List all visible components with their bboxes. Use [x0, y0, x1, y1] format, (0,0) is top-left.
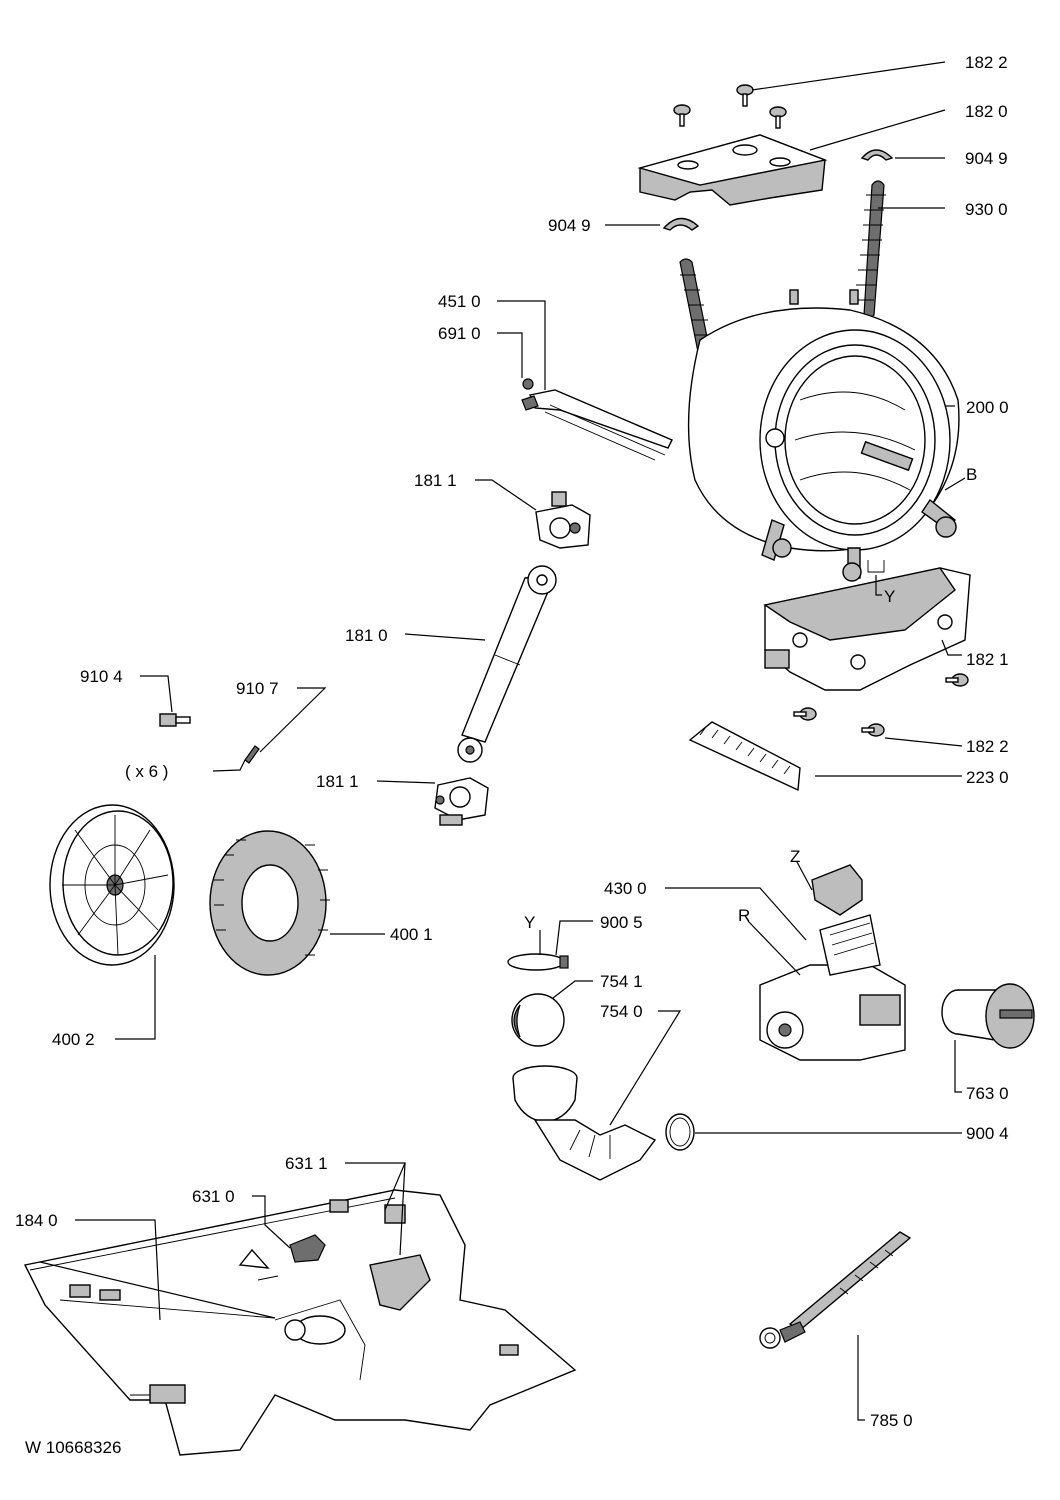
label-rotor: 400 2: [52, 1030, 95, 1049]
label-filter: 763 0: [966, 1084, 1009, 1103]
label-stator: 400 1: [390, 925, 433, 944]
label-spring-hook-left: 904 9: [548, 216, 591, 235]
label-clamp-ring: 900 5: [600, 913, 643, 932]
label-spring: 930 0: [965, 200, 1008, 219]
bottom-screws: [159, 673, 969, 764]
label-top-bracket: 182 0: [965, 102, 1008, 121]
label-letter-y-clamp: Y: [524, 913, 535, 932]
label-drain-hose: 785 0: [870, 1411, 913, 1430]
callout-labels: 182 2 182 0 904 9 904 9 930 0 451 0 691 …: [15, 53, 1009, 1457]
quantity-note: ( x 6 ): [125, 762, 168, 781]
damper-mount-bottom: [434, 777, 489, 826]
damper: [457, 565, 557, 763]
leader-lines: [39, 61, 966, 1421]
damper-mount-top: [535, 491, 591, 549]
top-screws: [673, 84, 787, 129]
pump: [759, 864, 906, 1061]
label-heater: 451 0: [438, 292, 481, 311]
label-tub: 200 0: [966, 398, 1009, 417]
label-damper: 181 0: [345, 626, 388, 645]
heater: [521, 378, 673, 461]
label-bracket-clip: 631 0: [192, 1187, 235, 1206]
label-hose-clamp: 900 4: [966, 1124, 1009, 1143]
ball: [511, 993, 565, 1047]
label-bracket-small: 631 1: [285, 1154, 328, 1173]
label-ball: 754 1: [600, 972, 643, 991]
top-bracket: [637, 134, 828, 206]
counterweight: [763, 567, 971, 691]
label-heater-cover: 223 0: [966, 768, 1009, 787]
label-small-screw: 910 7: [236, 679, 279, 698]
bracket-clip: [238, 1234, 326, 1281]
spring-hooks: [662, 149, 894, 231]
drain-hose: [759, 1231, 912, 1349]
filter: [941, 983, 1035, 1049]
tub: [687, 289, 960, 582]
label-screw-top: 182 2: [965, 53, 1008, 72]
label-letter-y-tub: Y: [884, 587, 895, 606]
label-heater-nut: 691 0: [438, 324, 481, 343]
label-letter-z: Z: [790, 847, 800, 866]
hose-clamp: [665, 1113, 695, 1151]
label-spring-hook-right: 904 9: [965, 149, 1008, 168]
rotor: [49, 804, 175, 966]
label-letter-b: B: [966, 465, 977, 484]
label-damper-mount-top: 181 1: [414, 471, 457, 490]
label-counterweight: 182 1: [966, 650, 1009, 669]
sump-hose: [512, 1065, 657, 1181]
label-sump-hose: 754 0: [600, 1002, 643, 1021]
label-base: 184 0: [15, 1211, 58, 1230]
stator: [209, 830, 330, 976]
label-bolt: 910 4: [80, 667, 123, 686]
label-letter-r: R: [738, 906, 750, 925]
heater-cover: [688, 721, 801, 792]
label-pump: 430 0: [604, 879, 647, 898]
document-code: W 10668326: [25, 1438, 121, 1457]
label-damper-mount-bottom: 181 1: [316, 772, 359, 791]
label-screw-bottom: 182 2: [966, 737, 1009, 756]
base: [23, 1189, 577, 1456]
clamp-ring: [507, 953, 569, 971]
